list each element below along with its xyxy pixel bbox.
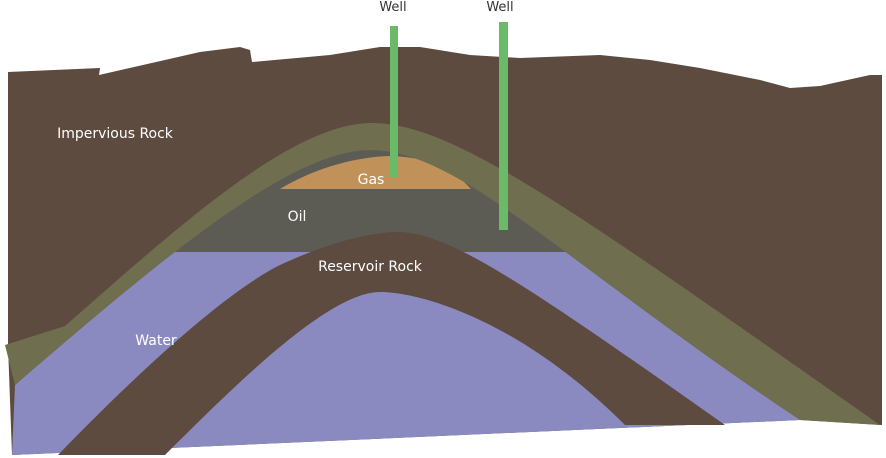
water-label: Water: [135, 333, 177, 349]
well-1-pipe: [390, 26, 398, 177]
cap-rock-band: [5, 122, 880, 425]
gas-label: Gas: [358, 172, 385, 188]
well-1-label: Well: [379, 0, 406, 15]
reservoir-rock-layer: [58, 232, 725, 455]
well-2-label: Well: [486, 0, 513, 15]
oil-label: Oil: [288, 209, 307, 225]
well-2-pipe: [499, 22, 508, 230]
impervious-rock-label: Impervious Rock: [57, 126, 174, 142]
reservoir-rock-label: Reservoir Rock: [318, 259, 423, 275]
gas-layer: [280, 156, 471, 189]
